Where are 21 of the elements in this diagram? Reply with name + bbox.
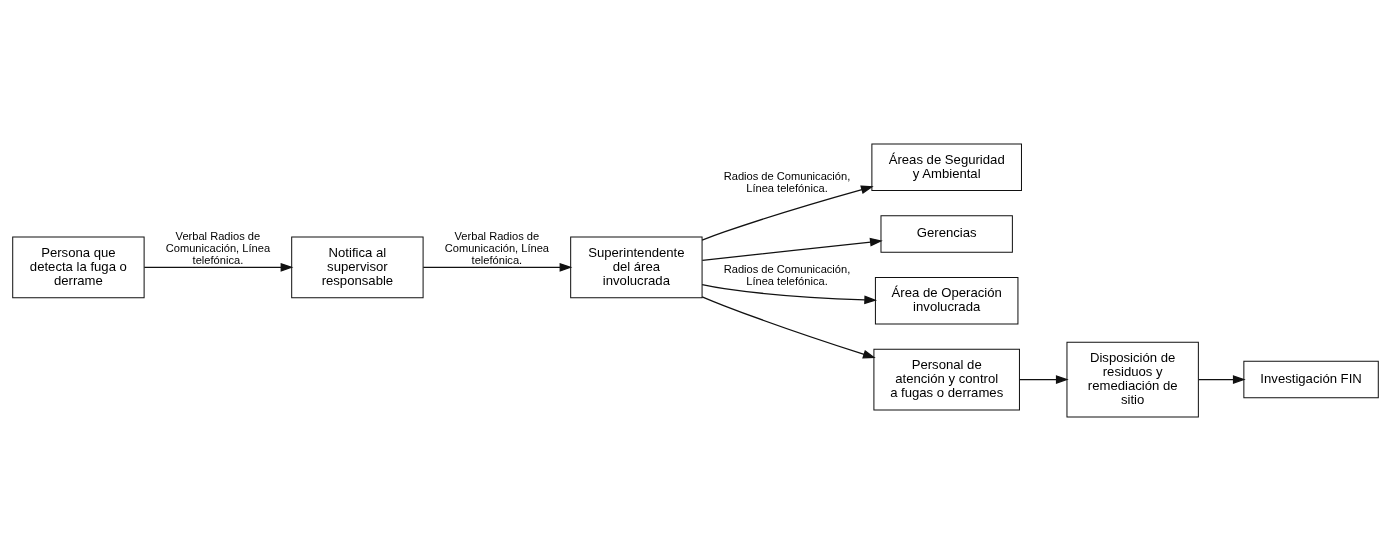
arrow: [701, 184, 874, 241]
node-box: Superintendente del área involucrada: [570, 236, 703, 298]
node-box: Disposición de residuos y remediación de sitio: [1066, 341, 1199, 417]
arrow: [701, 295, 876, 358]
node-box: Notifica al supervisor responsable: [291, 236, 424, 298]
arrow: [701, 283, 878, 304]
arrow: [701, 237, 883, 261]
edge-label: Radios de Comunicación, Línea telefónica.: [723, 262, 851, 287]
node-box: Gerencias: [880, 214, 1013, 253]
node-box: Persona que detecta la fuga o derrame: [12, 236, 145, 298]
node-box: Investigación FIN: [1243, 360, 1379, 398]
arrow: [422, 262, 573, 272]
edge-label: Verbal Radios de Comunicación, Línea telefónica.: [165, 229, 271, 266]
node-box: Personal de atención y control a fugas o derrames: [873, 348, 1020, 410]
arrow: [143, 262, 294, 272]
edge-label: Verbal Radios de Comunicación, Línea telefónica.: [444, 229, 550, 266]
arrow: [1018, 374, 1069, 384]
arrow: [1198, 374, 1246, 384]
node-box: Área de Operación involucrada: [874, 276, 1019, 324]
edge-label: Radios de Comunicación, Línea telefónica.: [723, 169, 851, 194]
node-box: Áreas de Seguridad y Ambiental: [871, 143, 1022, 191]
